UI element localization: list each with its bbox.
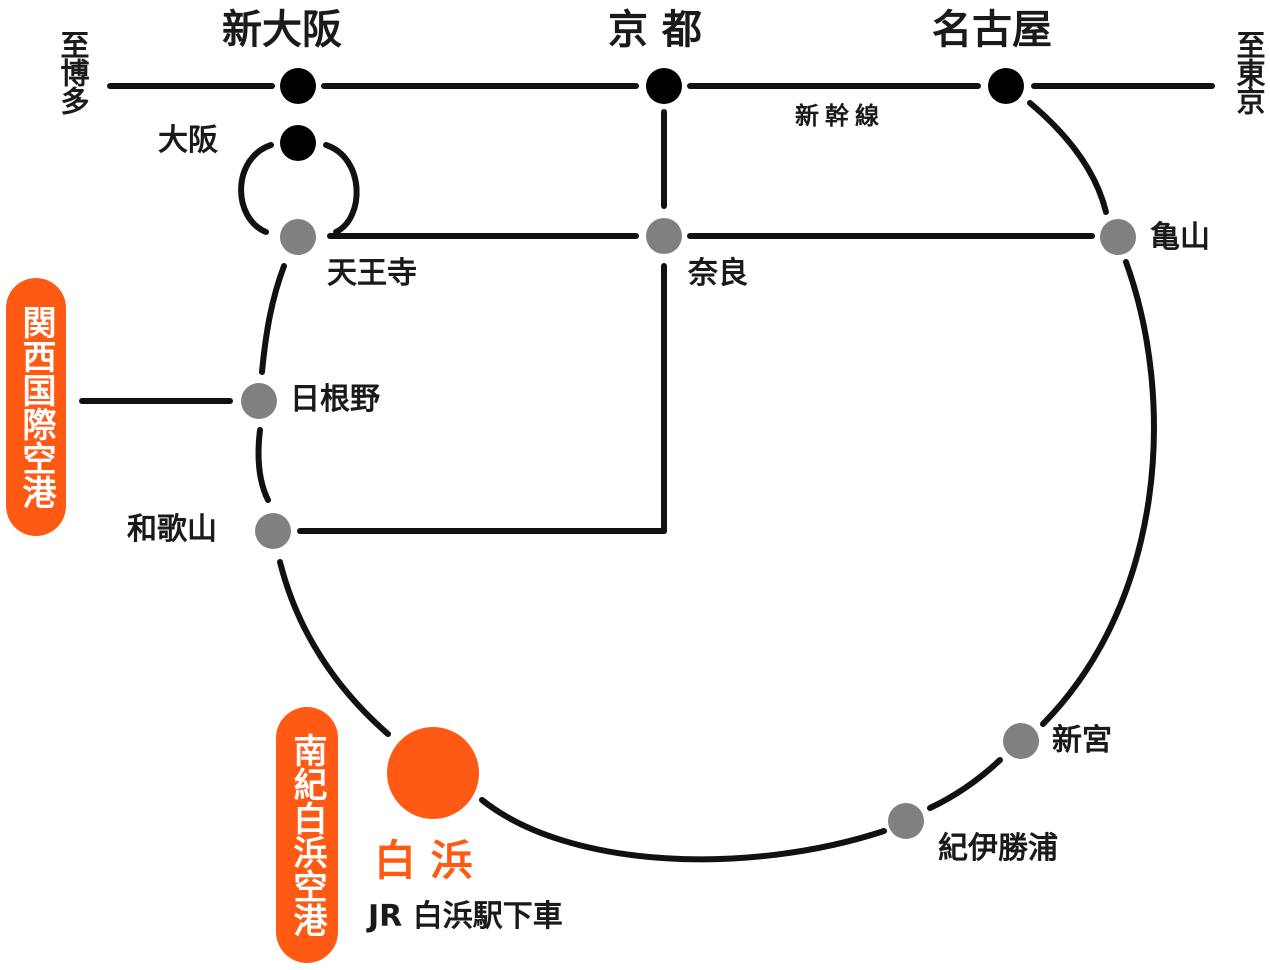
station-label-shin-osaka: 新大阪 (222, 7, 342, 53)
station-dot-nagoya (988, 68, 1024, 104)
station-label-hineno: 日根野 (290, 382, 380, 417)
station-dot-shingu (1003, 723, 1039, 759)
station-label-shingu: 新宮 (1052, 723, 1112, 758)
destination-note: JR 白浜駅下車 (368, 899, 563, 934)
kisei-line-shirahama-wakayama (277, 559, 391, 737)
station-dot-kii-katsuura (888, 803, 924, 839)
station-dot-hineno (241, 383, 277, 419)
station-label-kii-katsuura: 紀伊勝浦 (938, 831, 1058, 866)
station-dot-tennoji (280, 219, 316, 255)
nanki-shirahama-airport-label: 南紀白浜空港 (287, 733, 327, 937)
station-dot-nara (646, 218, 682, 254)
nanki-shirahama-airport-badge: 南紀白浜空港 (276, 707, 338, 963)
osaka-loop-line-west (238, 142, 274, 235)
direction-label-hakata: 至博多 (56, 30, 90, 114)
station-dot-shirahama (387, 727, 479, 819)
station-label-wakayama: 和歌山 (127, 512, 217, 547)
station-dot-osaka (280, 125, 316, 161)
hanwa-line-wakayama-hineno (255, 427, 271, 503)
station-label-nara: 奈良 (688, 256, 748, 291)
direction-label-tokyo: 至東京 (1232, 30, 1266, 114)
osaka-loop-line-east (323, 142, 360, 235)
station-dot-kameyama (1100, 219, 1136, 255)
station-label-nagoya: 名古屋 (932, 7, 1052, 53)
kisei-line-kameyama-shingu (1040, 259, 1157, 727)
hanwa-line-hineno-tennoji (259, 263, 287, 375)
station-dot-kyoto (646, 68, 682, 104)
kansai-airport-badge: 関西国際空港 (6, 278, 66, 536)
destination-label-shirahama: 白 浜 (374, 836, 473, 885)
kisei-line-katsuura-shirahama (479, 797, 887, 863)
station-label-tennoji: 天王寺 (327, 256, 417, 291)
station-dot-shin-osaka (280, 68, 316, 104)
kisei-line-shingu-katsuura (927, 757, 1003, 811)
station-dot-wakayama (255, 513, 291, 549)
station-label-kameyama: 亀山 (1150, 220, 1210, 255)
kansai-airport-label: 関西国際空港 (16, 305, 56, 509)
station-label-kyoto: 京 都 (608, 7, 702, 53)
station-label-osaka: 大阪 (158, 123, 218, 158)
shinkansen-line-label: 新幹線 (795, 102, 885, 130)
kisei-line-nagoya-kameyama (1027, 100, 1109, 215)
